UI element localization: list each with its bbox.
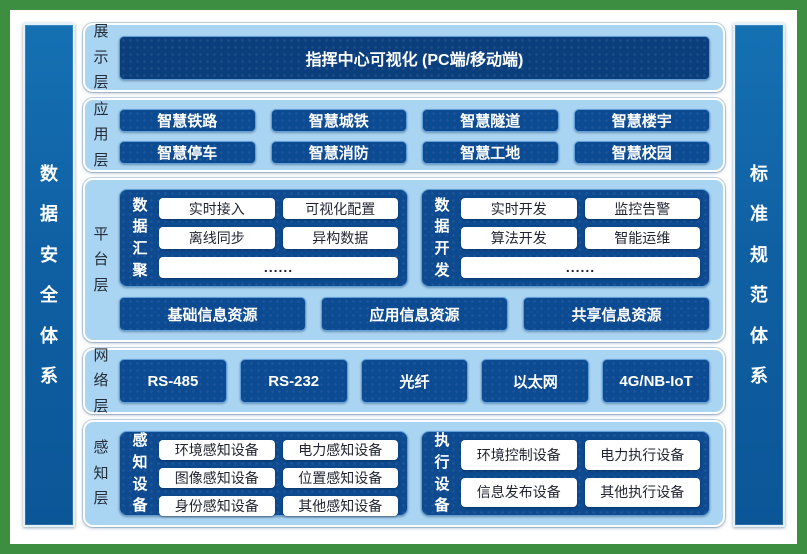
layer-platform: 平台层 数据汇聚 实时接入 可视化配置 离线同步 异构数据 ...... xyxy=(83,178,725,342)
resource-box: 应用信息资源 xyxy=(321,297,508,331)
group-sensing-devices-grid: 环境感知设备 电力感知设备 图像感知设备 位置感知设备 身份感知设备 其他感知设… xyxy=(159,440,398,516)
pillar-standards: 标准规范体系 xyxy=(733,23,785,527)
app-box: 智慧消防 xyxy=(270,141,407,164)
group-execution-devices-label: 执行设备 xyxy=(434,432,450,515)
app-box: 智慧校园 xyxy=(573,141,710,164)
layer-presentation-body: 指挥中心可视化 (PC端/移动端) xyxy=(117,25,723,90)
platform-item: 可视化配置 xyxy=(282,198,398,220)
layer-network-body: RS-485 RS-232 光纤 以太网 4G/NB-IoT xyxy=(117,350,723,412)
group-data-development-label: 数据开发 xyxy=(434,196,450,279)
network-box: RS-232 xyxy=(239,359,348,403)
group-data-development-grid: 实时开发 监控告警 算法开发 智能运维 ...... xyxy=(461,198,700,278)
layer-application-label: 应用层 xyxy=(93,100,109,169)
platform-item: 算法开发 xyxy=(461,227,577,249)
platform-item-more: ...... xyxy=(461,256,700,278)
pillar-data-security-label: 数据安全体系 xyxy=(40,163,58,387)
app-box: 智慧工地 xyxy=(422,141,559,164)
app-box: 智慧隧道 xyxy=(422,109,559,132)
resource-box: 共享信息资源 xyxy=(523,297,710,331)
device-box: 其他感知设备 xyxy=(282,496,398,516)
app-box: 智慧城铁 xyxy=(270,109,407,132)
layer-platform-body: 数据汇聚 实时接入 可视化配置 离线同步 异构数据 ...... 数据开发 xyxy=(117,180,723,340)
device-box: 环境感知设备 xyxy=(159,440,275,460)
network-box: 4G/NB-IoT xyxy=(602,359,710,403)
platform-item: 监控告警 xyxy=(584,198,700,220)
device-box: 其他执行设备 xyxy=(584,477,700,507)
layer-perception-body: 感知设备 环境感知设备 电力感知设备 图像感知设备 位置感知设备 身份感知设备 … xyxy=(117,422,723,525)
pillar-data-security: 数据安全体系 xyxy=(23,23,75,527)
group-sensing-devices: 感知设备 环境感知设备 电力感知设备 图像感知设备 位置感知设备 身份感知设备 … xyxy=(119,431,408,516)
network-box: RS-485 xyxy=(119,359,227,403)
platform-item: 实时开发 xyxy=(461,198,577,220)
layer-perception-label: 感知层 xyxy=(93,439,109,508)
layer-platform-label: 平台层 xyxy=(93,225,109,294)
device-box: 信息发布设备 xyxy=(461,477,577,507)
group-data-aggregation: 数据汇聚 实时接入 可视化配置 离线同步 异构数据 ...... xyxy=(119,189,408,287)
network-box: 光纤 xyxy=(360,359,469,403)
platform-item: 离线同步 xyxy=(159,227,275,249)
pillar-standards-label: 标准规范体系 xyxy=(750,163,768,387)
device-box: 电力执行设备 xyxy=(584,440,700,470)
device-box: 电力感知设备 xyxy=(282,440,398,460)
resource-row: 基础信息资源 应用信息资源 共享信息资源 xyxy=(119,297,710,331)
layer-network-label: 网络层 xyxy=(93,346,109,415)
group-data-aggregation-grid: 实时接入 可视化配置 离线同步 异构数据 ...... xyxy=(159,198,398,278)
app-box: 智慧停车 xyxy=(119,141,256,164)
device-box: 位置感知设备 xyxy=(282,468,398,488)
platform-item: 实时接入 xyxy=(159,198,275,220)
platform-item-more: ...... xyxy=(159,256,398,278)
group-sensing-devices-label: 感知设备 xyxy=(132,432,148,515)
platform-groups: 数据汇聚 实时接入 可视化配置 离线同步 异构数据 ...... 数据开发 xyxy=(119,189,710,287)
group-data-development: 数据开发 实时开发 监控告警 算法开发 智能运维 ...... xyxy=(421,189,710,287)
app-box: 智慧铁路 xyxy=(119,109,256,132)
platform-item: 智能运维 xyxy=(584,227,700,249)
network-box: 以太网 xyxy=(481,359,590,403)
layer-presentation-label: 展示层 xyxy=(93,23,109,92)
group-execution-devices-grid: 环境控制设备 电力执行设备 信息发布设备 其他执行设备 xyxy=(461,440,700,507)
layer-application-body: 智慧铁路 智慧城铁 智慧隧道 智慧楼宇 智慧停车 智慧消防 智慧工地 智慧校园 xyxy=(117,100,723,170)
group-data-aggregation-label: 数据汇聚 xyxy=(132,196,148,279)
device-box: 图像感知设备 xyxy=(159,468,275,488)
device-box: 身份感知设备 xyxy=(159,496,275,516)
layer-perception: 感知层 感知设备 环境感知设备 电力感知设备 图像感知设备 位置感知设备 身份感… xyxy=(83,420,725,527)
platform-item: 异构数据 xyxy=(282,227,398,249)
device-box: 环境控制设备 xyxy=(461,440,577,470)
layer-presentation: 展示层 指挥中心可视化 (PC端/移动端) xyxy=(83,23,725,92)
app-box: 智慧楼宇 xyxy=(573,109,710,132)
resource-box: 基础信息资源 xyxy=(119,297,306,331)
layer-application: 应用层 智慧铁路 智慧城铁 智慧隧道 智慧楼宇 智慧停车 智慧消防 智慧工地 智… xyxy=(83,98,725,172)
group-execution-devices: 执行设备 环境控制设备 电力执行设备 信息发布设备 其他执行设备 xyxy=(421,431,710,516)
command-center-box: 指挥中心可视化 (PC端/移动端) xyxy=(119,35,710,80)
layer-network: 网络层 RS-485 RS-232 光纤 以太网 4G/NB-IoT xyxy=(83,346,725,415)
diagram-canvas: 数据安全体系 标准规范体系 展示层 指挥中心可视化 (PC端/移动端) 应用层 … xyxy=(10,10,797,544)
